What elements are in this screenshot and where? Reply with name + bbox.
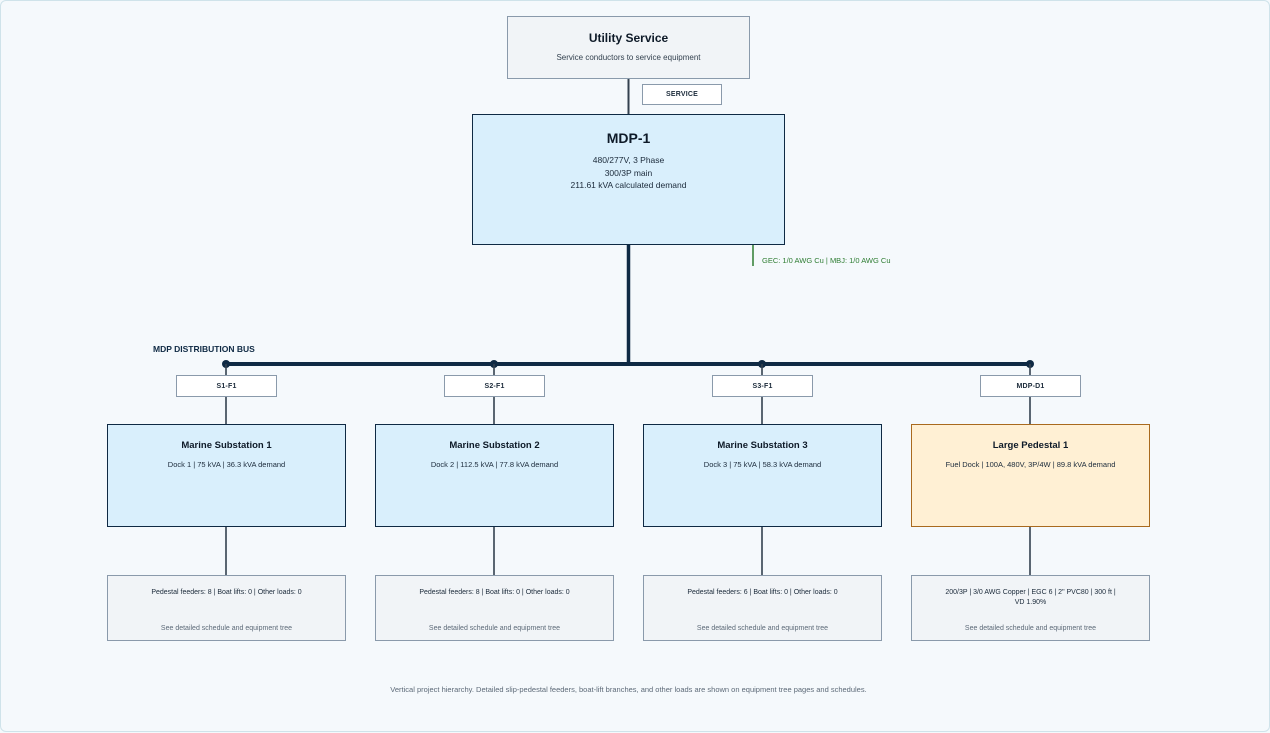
bus-label: MDP DISTRIBUTION BUS xyxy=(153,344,255,354)
service-tag: SERVICE xyxy=(642,84,722,105)
substation-title: Marine Substation 3 xyxy=(717,440,808,451)
branch-note-text: 200/3P | 3/0 AWG Copper | EGC 6 | 2" PVC… xyxy=(945,589,1116,606)
branch-note-3[interactable]: Pedestal feeders: 6 | Boat lifts: 0 | Ot… xyxy=(643,575,882,641)
utility-service-box[interactable]: Utility Service Service conductors to se… xyxy=(507,16,750,79)
feeder-tag-s1: S1-F1 xyxy=(176,375,277,397)
branch-note-link: See detailed schedule and equipment tree xyxy=(696,625,829,632)
branch-note-2[interactable]: Pedestal feeders: 8 | Boat lifts: 0 | Ot… xyxy=(375,575,614,641)
feeder-tag-s2: S2-F1 xyxy=(444,375,545,397)
substation-summary: Dock 2 | 112.5 kVA | 77.8 kVA demand xyxy=(430,460,559,469)
branch-note-link: See detailed schedule and equipment tree xyxy=(428,625,561,632)
mdp-main: 300/3P main xyxy=(604,167,653,178)
substation-title: Marine Substation 2 xyxy=(449,440,540,451)
substation-summary: Dock 1 | 75 kVA | 36.3 kVA demand xyxy=(167,460,286,469)
substation-1-box[interactable]: Marine Substation 1 Dock 1 | 75 kVA | 36… xyxy=(107,424,346,527)
utility-title: Utility Service xyxy=(588,31,669,45)
branch-note-text: Pedestal feeders: 8 | Boat lifts: 0 | Ot… xyxy=(419,589,570,596)
branch-note-link: See detailed schedule and equipment tree xyxy=(964,625,1097,632)
mdp-box[interactable]: MDP-1 480/277V, 3 Phase 300/3P main 211.… xyxy=(472,114,785,245)
large-pedestal-box[interactable]: Large Pedestal 1 Fuel Dock | 100A, 480V,… xyxy=(911,424,1150,527)
branch-note-text: Pedestal feeders: 8 | Boat lifts: 0 | Ot… xyxy=(151,589,302,596)
mdp-title: MDP-1 xyxy=(606,130,651,146)
pedestal-summary: Fuel Dock | 100A, 480V, 3P/4W | 89.8 kVA… xyxy=(945,460,1116,469)
mdp-demand: 211.61 kVA calculated demand xyxy=(570,180,687,190)
substation-3-box[interactable]: Marine Substation 3 Dock 3 | 75 kVA | 58… xyxy=(643,424,882,527)
substation-2-box[interactable]: Marine Substation 2 Dock 2 | 112.5 kVA |… xyxy=(375,424,614,527)
substation-title: Marine Substation 1 xyxy=(181,440,272,451)
grounding-label: GEC: 1/0 AWG Cu | MBJ: 1/0 AWG Cu xyxy=(762,256,891,265)
footer-note: Vertical project hierarchy. Detailed sli… xyxy=(390,685,867,694)
feeder-tag-s3: S3-F1 xyxy=(712,375,813,397)
pedestal-title: Large Pedestal 1 xyxy=(992,440,1069,451)
branch-note-1[interactable]: Pedestal feeders: 8 | Boat lifts: 0 | Ot… xyxy=(107,575,346,641)
substation-summary: Dock 3 | 75 kVA | 58.3 kVA demand xyxy=(703,460,822,469)
feeder-tag-d1: MDP-D1 xyxy=(980,375,1081,397)
branch-note-text: Pedestal feeders: 6 | Boat lifts: 0 | Ot… xyxy=(687,589,838,596)
branch-note-4[interactable]: 200/3P | 3/0 AWG Copper | EGC 6 | 2" PVC… xyxy=(911,575,1150,641)
branch-note-link: See detailed schedule and equipment tree xyxy=(160,625,293,632)
mdp-voltage: 480/277V, 3 Phase xyxy=(592,155,665,165)
utility-subtitle: Service conductors to service equipment xyxy=(556,53,701,62)
